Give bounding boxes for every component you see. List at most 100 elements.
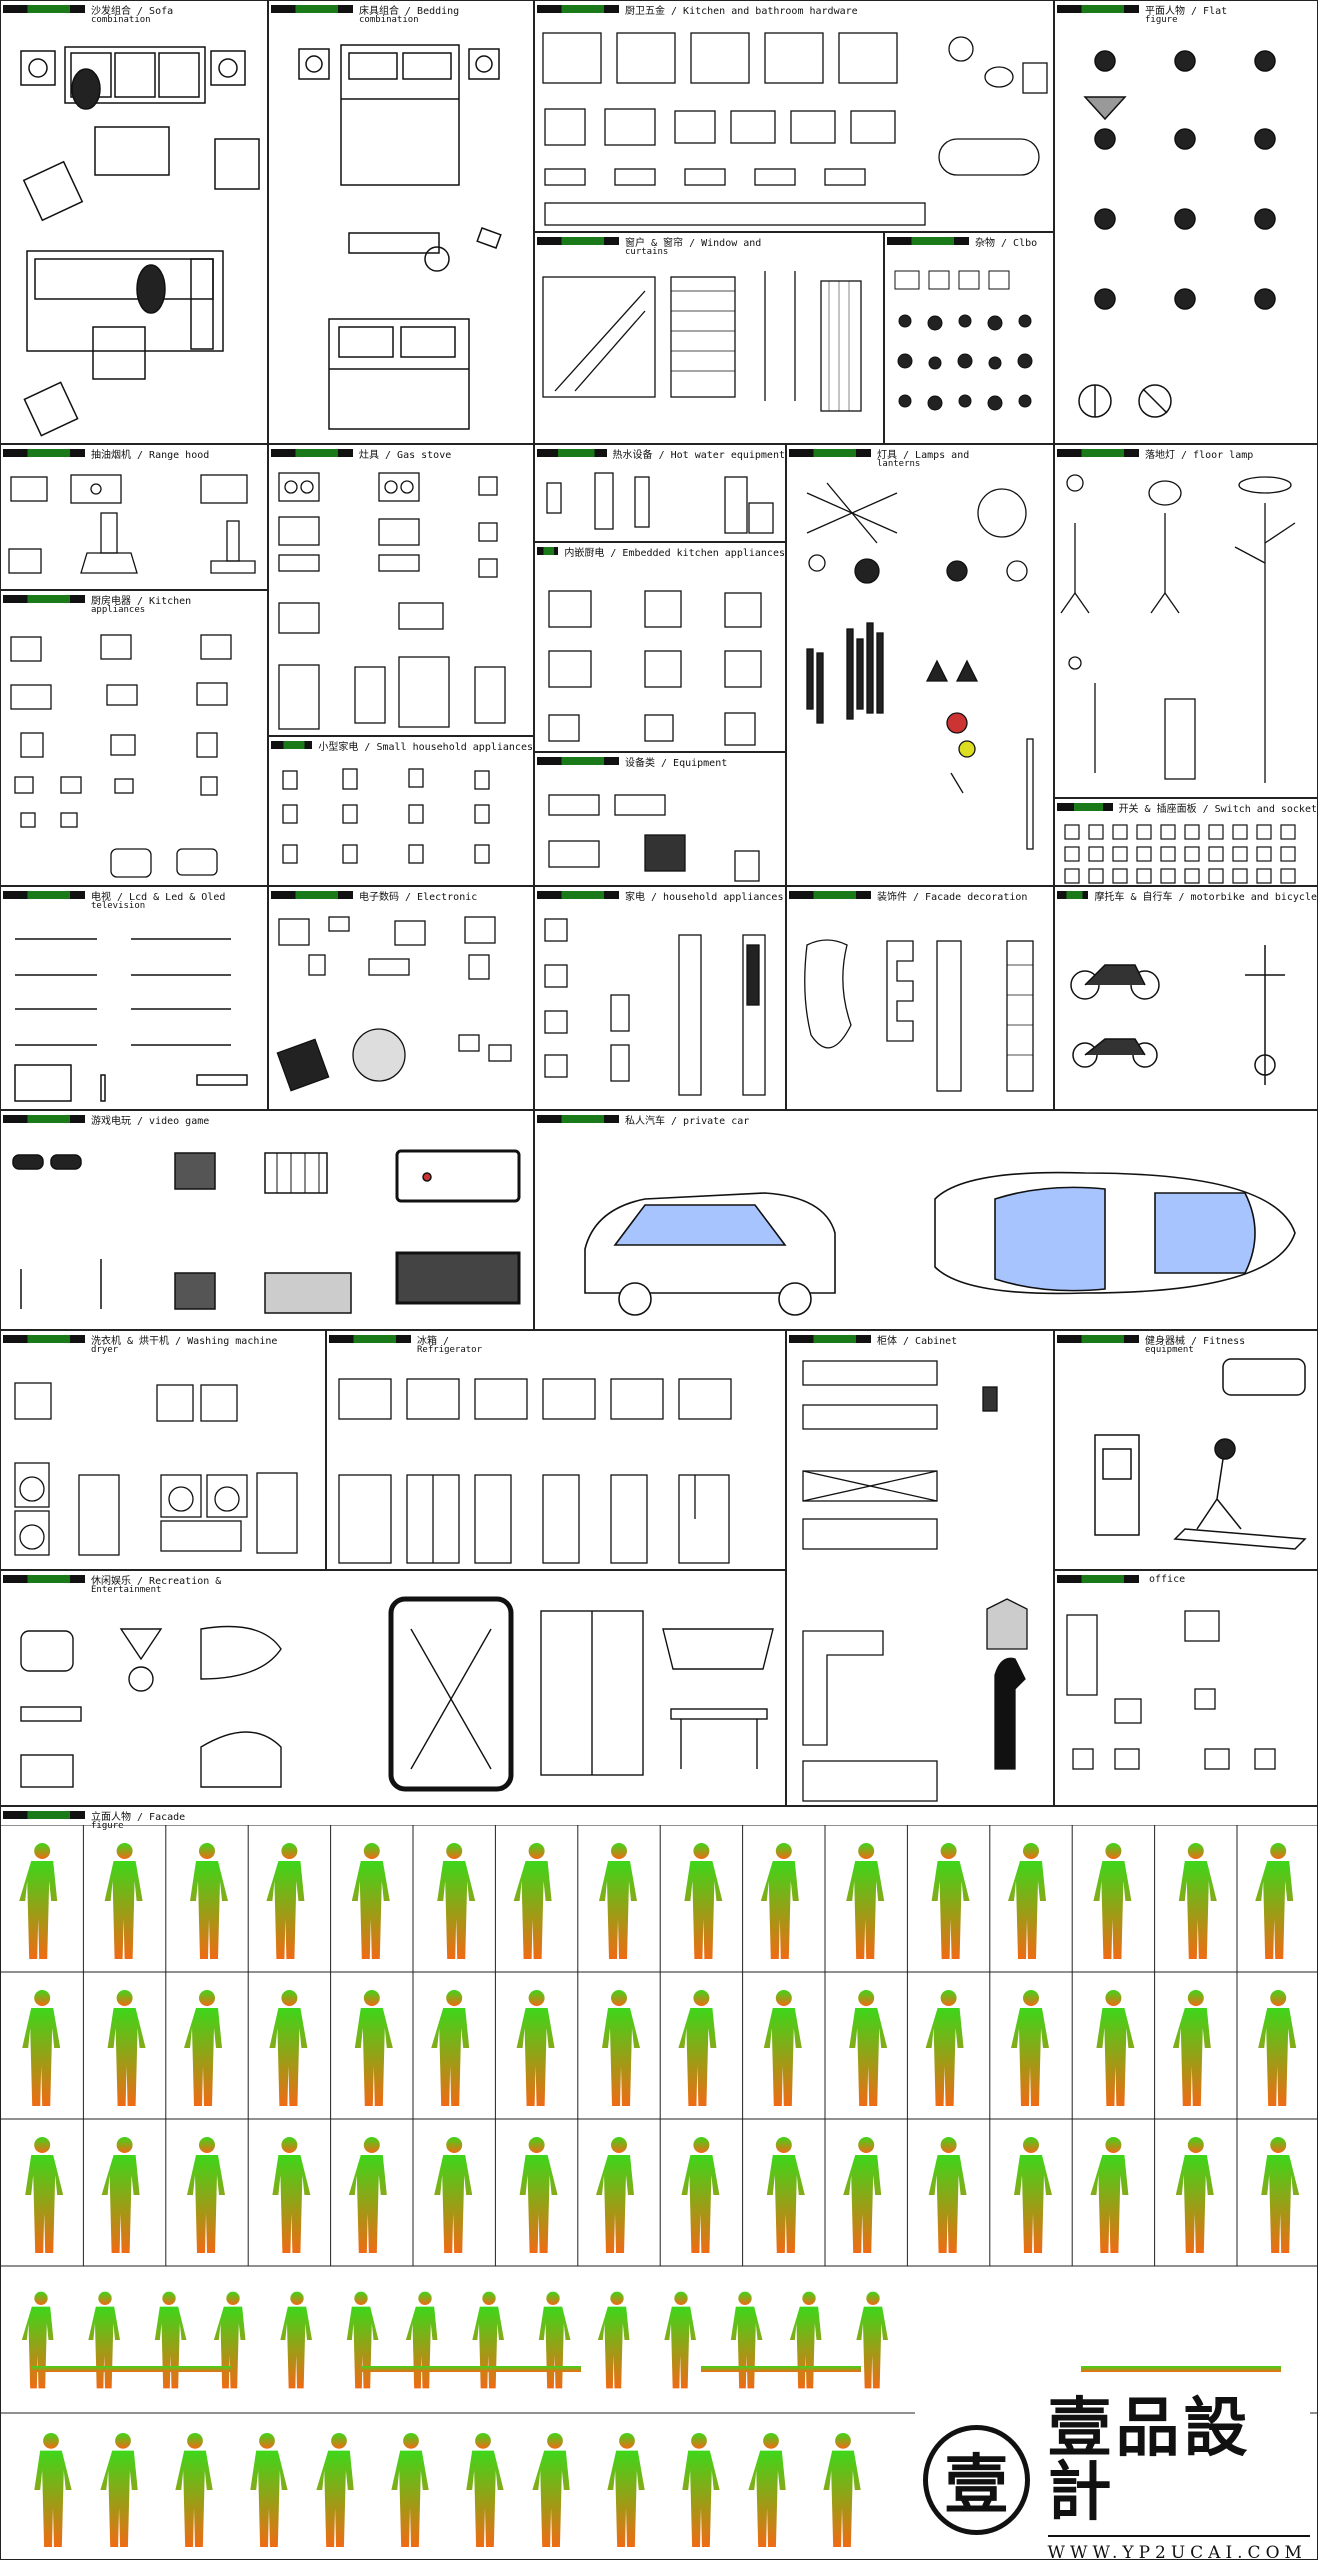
sink-drawings [542, 32, 1048, 226]
person-silhouette [1172, 1990, 1211, 2106]
panel-title: 游戏电玩 / video game [91, 1115, 210, 1127]
person-silhouette [272, 2137, 311, 2253]
section-bar [1057, 803, 1113, 811]
person-silhouette [348, 2137, 387, 2253]
panel-subtitle: figure [1145, 15, 1178, 25]
section-bar [789, 891, 871, 899]
person-silhouette [789, 2291, 822, 2389]
facade-decoration-drawings [804, 939, 1034, 1092]
hot-water-drawings [546, 472, 774, 534]
panel-kitchen-appliances: 厨房电器 / Kitchen appliances [0, 590, 268, 886]
panel-clbo: 杂物 / Clbo [884, 232, 1054, 444]
person-silhouette [928, 2137, 967, 2253]
panel-subtitle: office [1149, 1573, 1186, 1585]
motorbike-drawings [1070, 945, 1285, 1085]
person-silhouette [19, 1843, 58, 1959]
panel-sofa: 沙发组合 / Sofa combination [0, 0, 268, 444]
section-bar [537, 449, 607, 457]
panel-title: 洗衣机 & 烘干机 / Washing machine [91, 1335, 278, 1347]
panel-electronic: 电子数码 / Electronic [268, 886, 534, 1110]
private-car-drawings [584, 1171, 1296, 1316]
panel-title: 灯具 / Lamps and [877, 449, 970, 461]
person-silhouette [1090, 2137, 1129, 2253]
panel-range-hood: 抽油烟机 / Range hood [0, 444, 268, 590]
person-silhouette [602, 1990, 640, 2106]
video-game-drawings [12, 1149, 521, 1314]
section-bar [3, 449, 85, 457]
office-drawings [1066, 1610, 1276, 1770]
person-silhouette [354, 1990, 393, 2106]
panel-title: 杂物 / Clbo [975, 237, 1038, 249]
person-silhouette [107, 1990, 146, 2106]
person-silhouette [22, 1990, 61, 2106]
cabinet-drawings [802, 1360, 1028, 1802]
person-silhouette [931, 1843, 970, 1959]
person-silhouette [266, 1843, 305, 1959]
person-silhouette [599, 1843, 637, 1959]
flat-figure-drawings [1078, 50, 1276, 418]
section-bar [537, 237, 619, 245]
person-silhouette [763, 1990, 802, 2106]
table-silhouette [1081, 2366, 1281, 2372]
section-bar [3, 5, 85, 13]
gas-stove-drawings [278, 472, 506, 730]
embedded-drawings [548, 590, 762, 746]
panel-title: 摩托车 & 自行车 / motorbike and bicycle [1094, 891, 1317, 903]
person-silhouette [351, 1843, 390, 1959]
sofa-drawings [20, 46, 260, 437]
washing-drawings [14, 1382, 298, 1556]
panel-subtitle: television [91, 901, 146, 911]
section-bar [3, 891, 85, 899]
panel-title: 电视 / Lcd & Led & Oled [91, 891, 226, 903]
person-silhouette [316, 2432, 354, 2548]
person-silhouette [607, 2432, 645, 2548]
panel-subtitle: curtains [625, 247, 669, 257]
person-silhouette [101, 2137, 140, 2253]
panel-title: 冰箱 / [417, 1335, 450, 1347]
person-silhouette [664, 2291, 696, 2389]
panel-window: 窗户 & 窗帘 / Window and curtains [534, 232, 884, 444]
floor-lamp-drawings [1060, 474, 1296, 783]
section-bar [3, 1335, 85, 1343]
table-silhouette [361, 2366, 581, 2372]
person-silhouette [766, 2137, 805, 2253]
person-silhouette [519, 2137, 558, 2253]
person-silhouette [154, 2291, 187, 2389]
panel-title: 休闲娱乐 / Recreation & [91, 1575, 222, 1587]
person-silhouette [434, 2137, 473, 2253]
person-silhouette [681, 2137, 720, 2253]
panel-subtitle: combination [359, 15, 419, 25]
panel-cabinet: 柜体 / Cabinet [786, 1330, 1054, 1806]
section-bar [271, 5, 353, 13]
panel-title: 厨卫五金 / Kitchen and bathroom hardware [625, 5, 858, 17]
section-bar [887, 237, 969, 245]
person-silhouette [1178, 1843, 1217, 1959]
section-bar [1057, 449, 1139, 457]
section-bar [537, 547, 559, 555]
panel-equipment: 设备类 / Equipment [534, 752, 786, 886]
panel-title: 热水设备 / Hot water equipment [612, 449, 785, 461]
small-appliance-drawings [282, 768, 490, 864]
panel-refrigerator: 冰箱 / Refrigerator [326, 1330, 786, 1570]
refrigerator-drawings [338, 1378, 732, 1564]
panel-small-appliances: 小型家电 / Small household appliances [268, 736, 534, 886]
section-bar [789, 1335, 871, 1343]
panel-subtitle: dryer [91, 1345, 119, 1355]
person-silhouette [1093, 1843, 1132, 1959]
panel-flat-figure: 平面人物 / Flat figure [1054, 0, 1318, 444]
bedding-drawings [298, 44, 502, 430]
person-silhouette [1096, 1990, 1135, 2106]
panel-title: 装饰件 / Facade decoration [877, 891, 1028, 903]
section-bar [537, 1115, 619, 1123]
person-silhouette [597, 2291, 630, 2389]
person-silhouette [250, 2432, 288, 2548]
panel-title: 电子数码 / Electronic [359, 891, 478, 903]
table-silhouette [31, 2366, 231, 2372]
person-silhouette [88, 2291, 121, 2389]
panel-subtitle: Entertainment [91, 1585, 162, 1595]
electronic-drawings [276, 916, 512, 1092]
facade-figures [1, 1825, 1317, 2548]
person-silhouette [405, 2291, 438, 2389]
kitchen-appliance-drawings [10, 634, 232, 878]
person-silhouette [849, 1990, 888, 2106]
